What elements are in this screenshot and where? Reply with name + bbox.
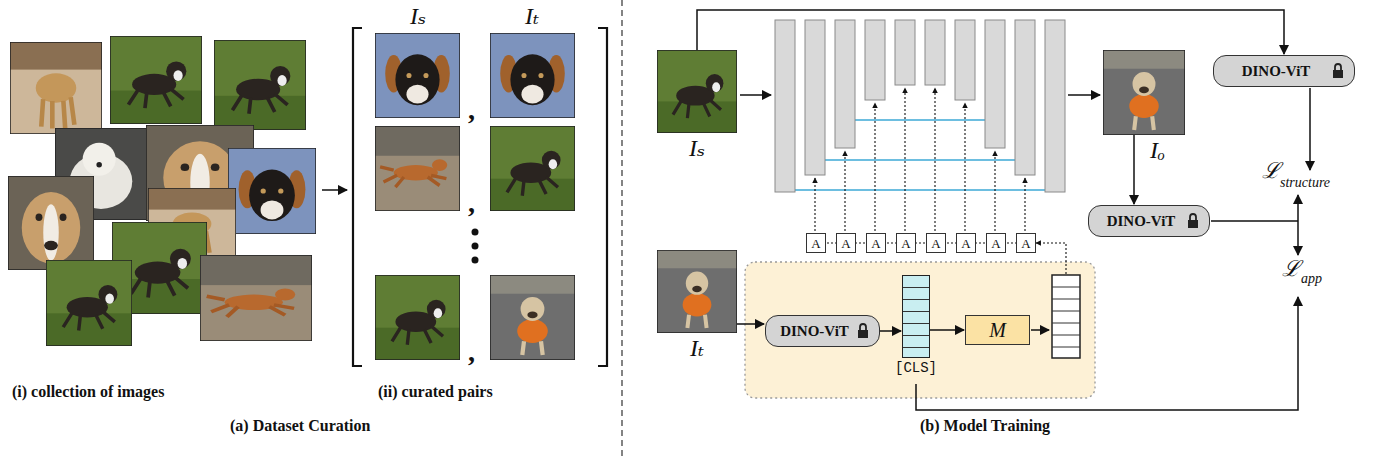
node-label: Iₒ (1150, 138, 1165, 162)
text-label: app (1301, 272, 1322, 286)
attention-injection-arrows (815, 88, 1066, 274)
node-label: Iₛ (657, 136, 737, 160)
text-label: structure (1280, 176, 1330, 190)
text-label: , (468, 338, 475, 366)
attention-box: A (806, 233, 826, 253)
arrow (322, 189, 347, 191)
encoder-box: DINO-ViT (1088, 205, 1210, 237)
node-label: Iₜ (657, 336, 737, 360)
node-label: A (1021, 237, 1030, 250)
text-label: (ii) curated pairs (378, 384, 493, 400)
output-image: Iₒ (1103, 50, 1185, 135)
connector-arrow (880, 330, 901, 332)
node-label: A (871, 237, 880, 250)
target-image: Iₜ (657, 250, 737, 333)
attention-box: A (866, 233, 886, 253)
node-label: A (811, 237, 820, 250)
connector-arrow (1133, 135, 1135, 204)
connector-arrow (697, 10, 1284, 54)
text-label: (b) Model Training (920, 418, 1050, 434)
mapper-box: M (965, 315, 1030, 345)
output-token-column (1052, 275, 1080, 358)
node-label: A (991, 237, 1000, 250)
node-label: DINO-ViT (1107, 214, 1176, 229)
node-label: A (931, 237, 940, 250)
image-collage (8, 36, 316, 346)
connector-arrow (930, 329, 964, 331)
attention-box: A (1016, 233, 1036, 253)
unet-skip-lines (795, 120, 1045, 190)
divider (621, 0, 622, 460)
text-label: Iₛ (410, 4, 426, 28)
flow-arrows (740, 88, 1310, 410)
text-label: , (468, 96, 475, 124)
text-label: ℒ (1282, 258, 1300, 280)
encoder-box: DINO-ViT (765, 315, 880, 347)
attention-box: A (896, 233, 916, 253)
attention-box: A (926, 233, 946, 253)
text-label: (a) Dataset Curation (230, 418, 370, 434)
vertical-dots (472, 229, 479, 264)
node-label: [CLS] (895, 361, 937, 375)
text-label: Iₜ (525, 4, 539, 28)
curated-pairs (375, 33, 575, 360)
node-label: A (901, 237, 910, 250)
text-label: , (468, 189, 475, 217)
attention-box: A (986, 233, 1006, 253)
source-image: Iₛ (657, 50, 737, 133)
text-label: ℒ (1262, 160, 1280, 182)
node-label: DINO-ViT (1242, 64, 1311, 79)
node-label: DINO-ViT (780, 324, 849, 339)
connector-arrow (737, 323, 764, 325)
text-label: (i) collection of images (12, 384, 164, 400)
node-label: A (841, 237, 850, 250)
node-label: M (989, 320, 1006, 340)
token-column: [CLS] (902, 275, 930, 358)
attention-box: A (956, 233, 976, 253)
encoder-box: DINO-ViT (1213, 55, 1355, 87)
pair-bracket (353, 28, 607, 366)
attention-box: A (836, 233, 856, 253)
node-label: A (961, 237, 970, 250)
unet-bars (775, 20, 1065, 192)
encoder-region (745, 262, 1095, 398)
